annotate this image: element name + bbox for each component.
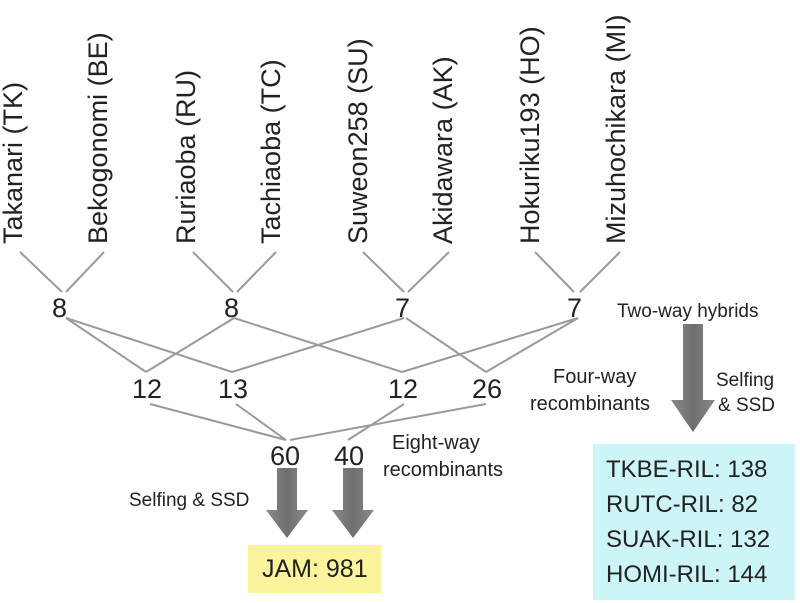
four-way-label: recombinants bbox=[530, 393, 651, 415]
ril-item: SUAK-RIL: 132 bbox=[606, 526, 771, 553]
four-way-count: 12 bbox=[388, 374, 419, 404]
line-mi bbox=[579, 251, 621, 293]
two-way-count: 8 bbox=[52, 293, 68, 323]
selfing-ssd-label: & SSD bbox=[718, 395, 776, 416]
parent-label: Bekogonomi (BE) bbox=[83, 32, 113, 244]
parent-label: Mizuhochikara (MI) bbox=[601, 14, 631, 244]
four-way-count: 13 bbox=[218, 374, 249, 404]
line-ho bbox=[534, 251, 575, 293]
four-way-count: 12 bbox=[132, 374, 163, 404]
arrow-down-icon bbox=[671, 324, 715, 432]
arrow-down-icon bbox=[332, 468, 374, 538]
line-ak bbox=[407, 251, 450, 293]
eight-way-label: recombinants bbox=[383, 459, 504, 481]
ril-item: TKBE-RIL: 138 bbox=[606, 456, 768, 483]
eight-way-count: 40 bbox=[334, 441, 365, 471]
two-way-count: 7 bbox=[567, 293, 583, 323]
parent-label: Suweon258 (SU) bbox=[343, 38, 373, 244]
line-ru bbox=[192, 251, 234, 293]
jam-box: JAM: 981 bbox=[248, 545, 381, 593]
eight-way-count: 60 bbox=[270, 441, 301, 471]
jam-count: JAM: 981 bbox=[262, 555, 368, 583]
four-way-label: Four-way bbox=[553, 366, 637, 388]
two-way-hybrids-label: Two-way hybrids bbox=[617, 301, 759, 322]
arrow-down-icon bbox=[266, 468, 308, 538]
line-su bbox=[362, 251, 405, 293]
two-way-count: 8 bbox=[224, 293, 240, 323]
line-tc bbox=[236, 251, 277, 293]
line-be bbox=[65, 251, 105, 293]
line-tk bbox=[19, 251, 63, 293]
ril-box: TKBE-RIL: 138 RUTC-RIL: 82 SUAK-RIL: 132… bbox=[593, 444, 795, 600]
selfing-ssd-label: Selfing bbox=[716, 370, 775, 391]
parent-label: Takanari (TK) bbox=[0, 81, 28, 244]
selfing-ssd-label: Selfing & SSD bbox=[129, 490, 250, 511]
two-way-count: 7 bbox=[395, 293, 411, 323]
parent-label: Ruriaoba (RU) bbox=[171, 69, 201, 244]
ril-item: RUTC-RIL: 82 bbox=[606, 491, 759, 518]
parent-label: Hokuriku193 (HO) bbox=[515, 26, 545, 244]
four-way-count: 26 bbox=[472, 374, 503, 404]
parent-label: Tachiaoba (TC) bbox=[256, 59, 286, 244]
ril-item: HOMI-RIL: 144 bbox=[606, 561, 768, 588]
eight-way-label: Eight-way bbox=[392, 432, 480, 454]
parent-label: Akidawara (AK) bbox=[428, 56, 458, 244]
